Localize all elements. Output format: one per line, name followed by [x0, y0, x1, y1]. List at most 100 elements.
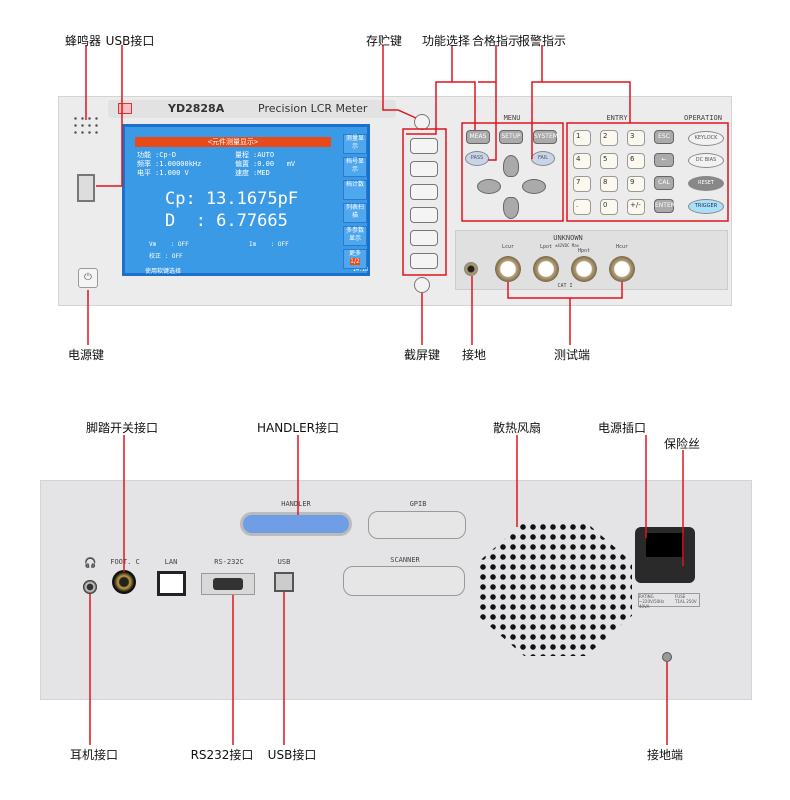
voltage-warning: ±42VDC Max	[554, 243, 580, 248]
key-2[interactable]: 3	[627, 130, 645, 146]
key-1[interactable]: 2	[600, 130, 618, 146]
arrow-down-button[interactable]	[503, 197, 519, 219]
primary-reading: Cp: 13.1675pF	[165, 189, 299, 209]
key-14[interactable]: +/-	[627, 199, 645, 215]
correction-status: 校正 : OFF	[149, 253, 183, 260]
key-5[interactable]: 5	[600, 153, 618, 169]
bnc-lpot[interactable]	[533, 256, 559, 282]
callout-ground-terminal: 接地端	[646, 748, 684, 762]
vm-status: Vm : OFF	[149, 241, 189, 248]
key-3[interactable]: ESC	[654, 130, 674, 144]
key-15[interactable]: ENTER	[654, 199, 675, 213]
arrow-right-button[interactable]	[522, 179, 546, 194]
key-8[interactable]: 7	[573, 176, 591, 192]
lan-port[interactable]	[157, 571, 186, 596]
softkey-label: 档号显示	[343, 157, 367, 177]
usb-port[interactable]	[77, 174, 95, 202]
callout-cooling-fan: 散热风扇	[492, 421, 542, 435]
page-indicator: 1/2	[350, 258, 360, 265]
callout-fuse: 保险丝	[663, 437, 701, 451]
callout-function-select: 功能选择	[421, 34, 471, 48]
callout-buzzer: 蜂鸣器	[64, 34, 102, 48]
ground-screw[interactable]	[662, 652, 672, 662]
foot-label: FOOT. C	[110, 558, 140, 566]
setup-button[interactable]: SETUP	[499, 130, 523, 144]
callout-alarm-indicator: 报警指示	[517, 34, 567, 48]
gpib-slot	[368, 511, 466, 539]
callout-test-terminals: 测试端	[553, 348, 591, 362]
rs232-label: RS-232C	[214, 558, 244, 566]
power-button[interactable]: ⏻	[78, 268, 98, 288]
terminal-label: Lcur	[501, 244, 515, 250]
key-9[interactable]: 8	[600, 176, 618, 192]
softkey-1[interactable]	[410, 138, 438, 154]
key-13[interactable]: 0	[600, 199, 618, 215]
keylock-button[interactable]: KEYLOCK	[688, 131, 724, 146]
im-status: Im : OFF	[249, 241, 289, 248]
rating-label: RATING	[639, 594, 654, 599]
gpib-label: GPIB	[409, 500, 427, 508]
callout-power-key: 电源键	[67, 348, 105, 362]
callout-save-key: 存贮键	[365, 34, 403, 48]
key-0[interactable]: 1	[573, 130, 591, 146]
power-inlet[interactable]	[635, 527, 695, 583]
entry-section-label: ENTRY	[606, 114, 628, 122]
callout-screenshot-key: 截屏键	[403, 348, 441, 362]
softkey-4[interactable]	[410, 207, 438, 223]
dc-bias-button[interactable]: DC BIAS	[688, 153, 724, 168]
key-7[interactable]: ←	[654, 153, 674, 167]
callout-headphone: 耳机接口	[69, 748, 119, 762]
terminal-label: Lpot	[539, 244, 553, 250]
fuse-value: T1AL 250V	[675, 599, 697, 604]
screenshot-knob[interactable]	[414, 277, 430, 293]
ground-jack[interactable]	[464, 262, 478, 276]
bnc-lcur[interactable]	[495, 256, 521, 282]
callout-ground: 接地	[461, 348, 487, 362]
headphone-jack[interactable]	[83, 580, 97, 594]
usb-b-port[interactable]	[274, 572, 294, 592]
bnc-hcur[interactable]	[609, 256, 635, 282]
softkey-5[interactable]	[410, 230, 438, 246]
arrow-up-button[interactable]	[503, 155, 519, 177]
key-12[interactable]: .	[573, 199, 591, 215]
fail-indicator: FAIL	[531, 151, 555, 166]
logo-icon	[118, 103, 132, 114]
bnc-hpot[interactable]	[571, 256, 597, 282]
meas-button[interactable]: MEAS	[466, 130, 490, 144]
softkey-2[interactable]	[410, 161, 438, 177]
fuse-label: FUSE	[675, 594, 686, 599]
foot-switch-jack[interactable]	[112, 570, 136, 594]
reset-button[interactable]: RESET	[688, 176, 724, 191]
key-4[interactable]: 4	[573, 153, 591, 169]
callout-usb: USB接口	[267, 748, 317, 762]
key-11[interactable]: CAL	[654, 176, 674, 190]
usb-label: USB	[277, 558, 291, 566]
softkey-6[interactable]	[410, 253, 438, 269]
clock: 14:18	[353, 267, 369, 273]
system-button[interactable]: SYSTEM	[533, 130, 558, 144]
scanner-slot	[343, 566, 465, 596]
softkey-label: 列表扫描	[343, 203, 367, 223]
scanner-label: SCANNER	[390, 556, 420, 564]
key-10[interactable]: 9	[627, 176, 645, 192]
brand-strip: YD2828A Precision LCR Meter	[108, 100, 396, 118]
secondary-reading: D : 6.77665	[165, 211, 288, 231]
softkey-label: 档计数	[343, 180, 367, 200]
trigger-button[interactable]: TRIGGER	[688, 199, 724, 214]
terminal-label: Hpot	[577, 248, 591, 254]
softkey-3[interactable]	[410, 184, 438, 200]
handler-connector[interactable]	[240, 512, 352, 536]
arrow-left-button[interactable]	[477, 179, 501, 194]
lan-label: LAN	[164, 558, 178, 566]
key-6[interactable]: 6	[627, 153, 645, 169]
buzzer-grille	[72, 115, 102, 135]
headphone-icon: 🎧	[84, 558, 97, 569]
rs232-port[interactable]	[201, 573, 255, 595]
